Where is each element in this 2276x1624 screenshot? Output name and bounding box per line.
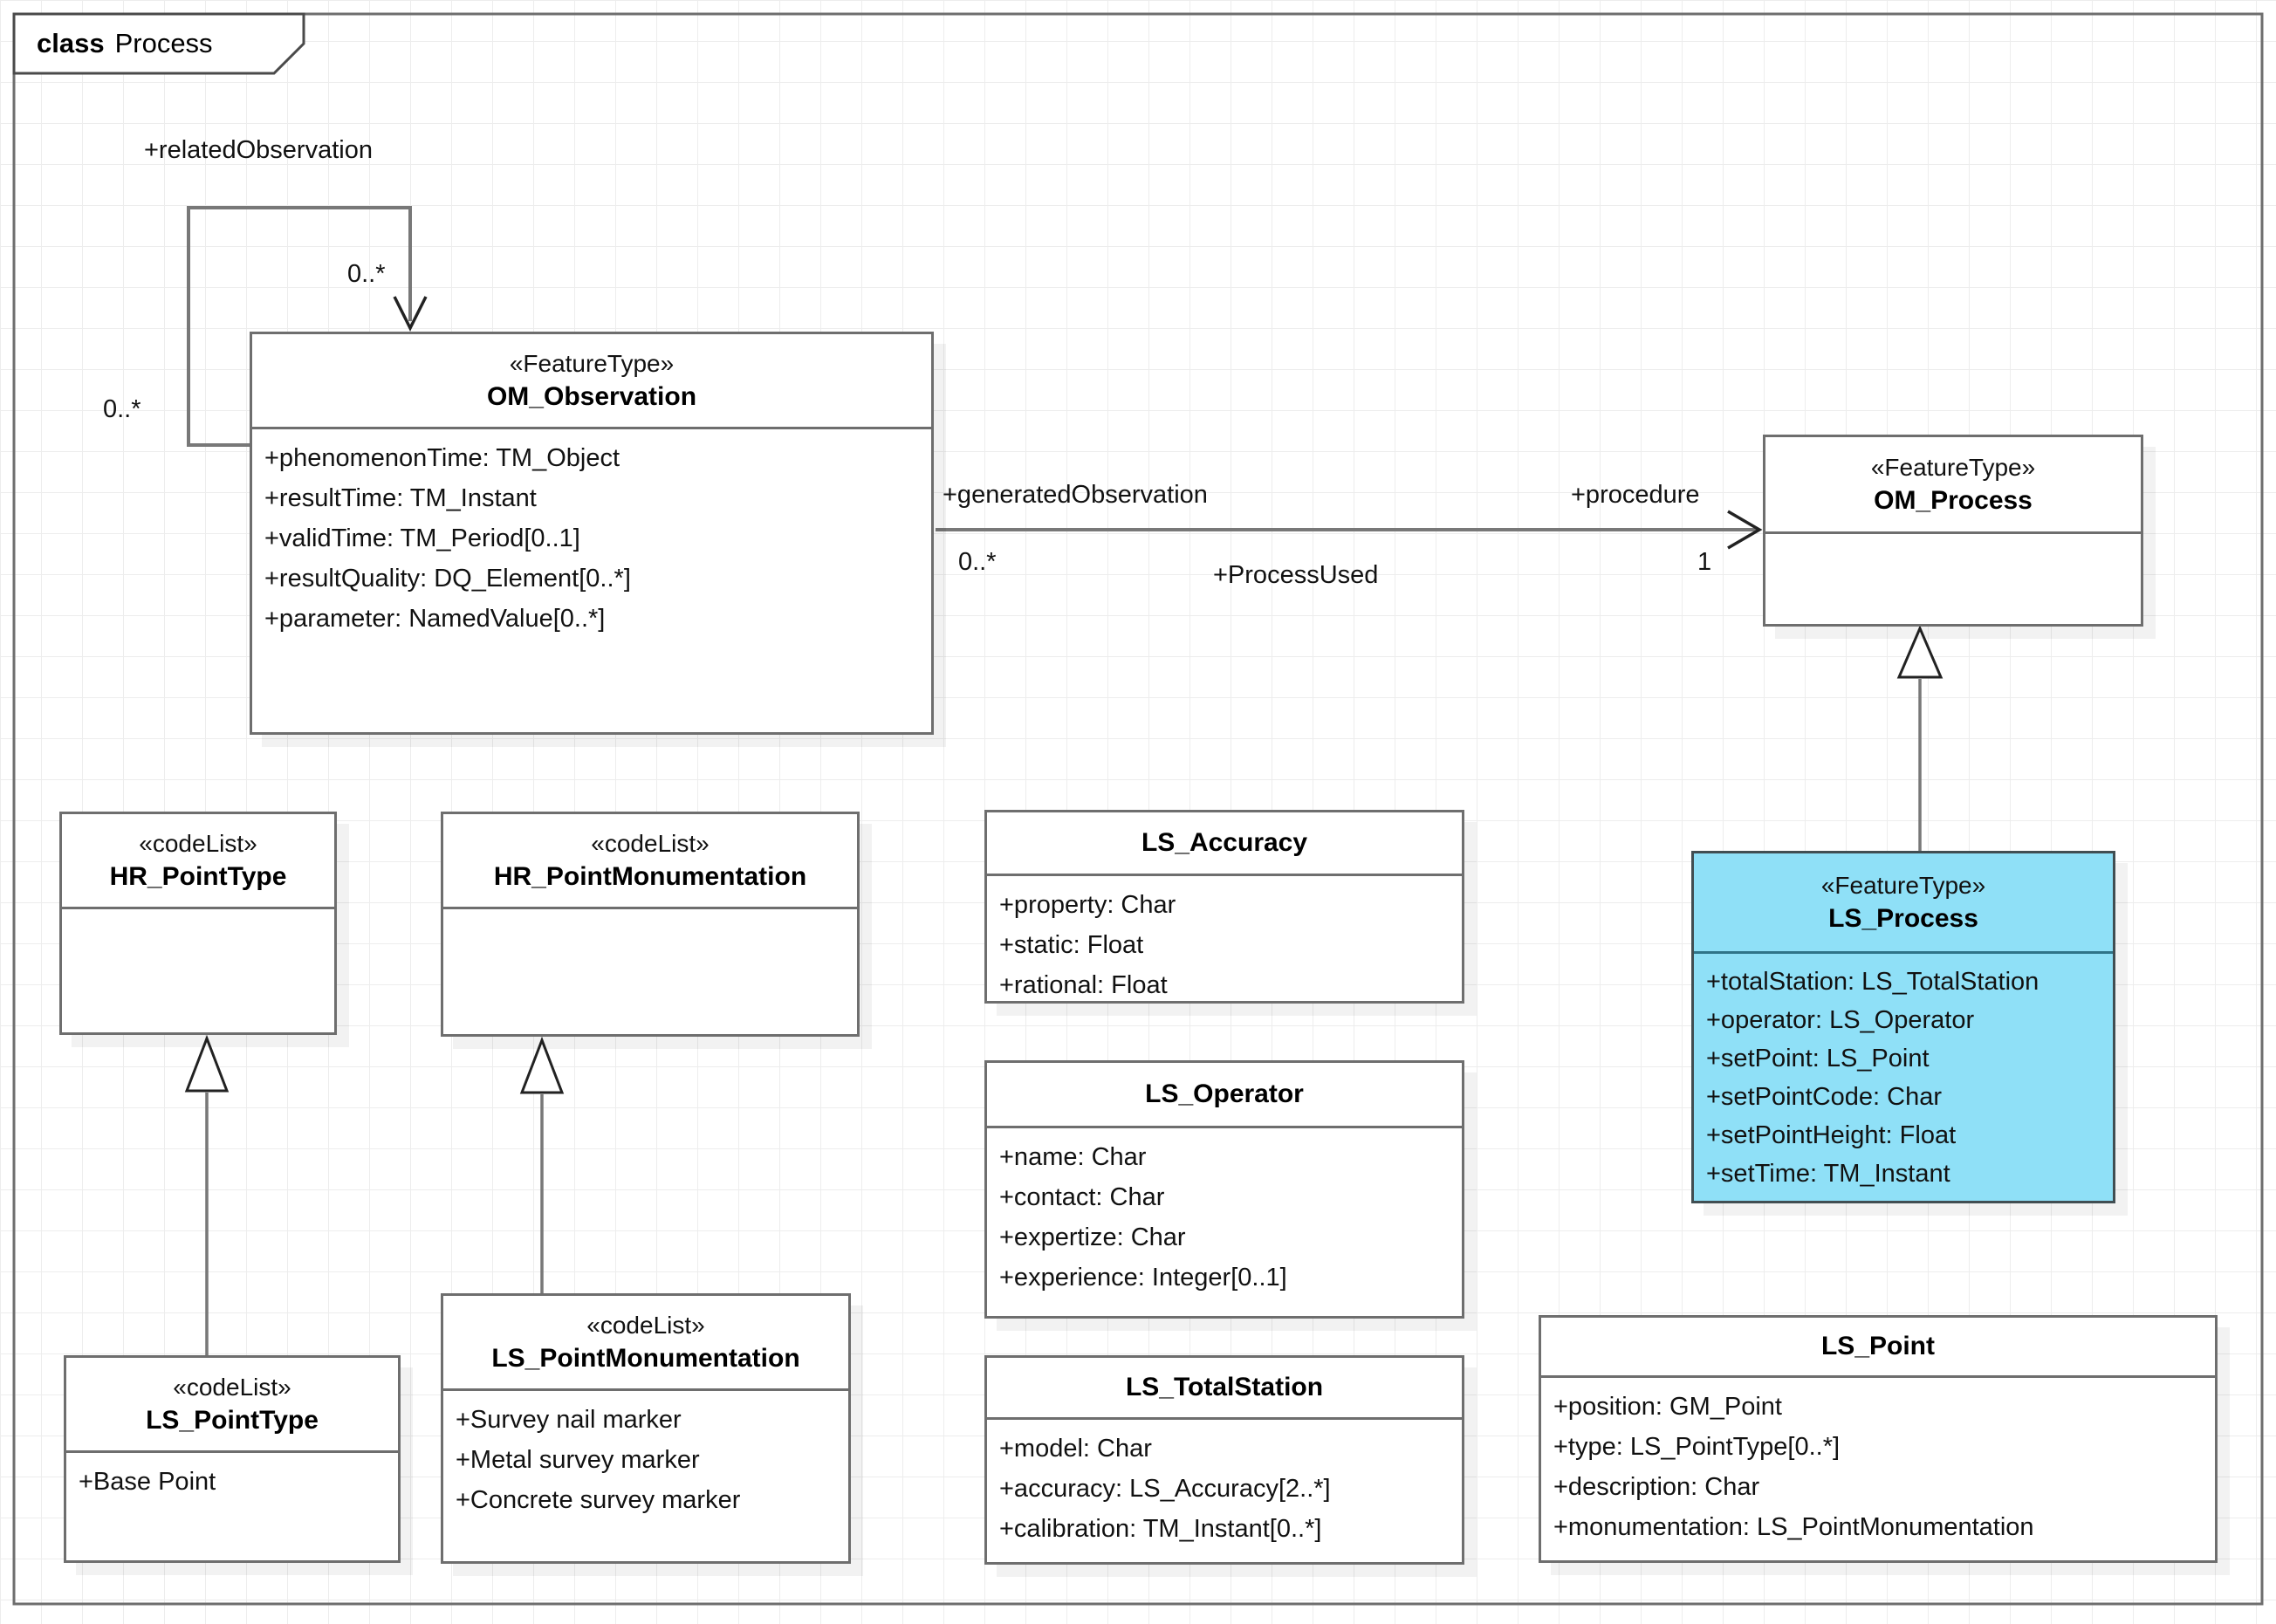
stereotype-label: «codeList» — [173, 1373, 291, 1401]
attributes-compartment: +model: Char +accuracy: LS_Accuracy[2..*… — [987, 1420, 1462, 1549]
attribute: +accuracy: LS_Accuracy[2..*] — [999, 1475, 1331, 1503]
attributes-compartment: +totalStation: LS_TotalStation +operator… — [1694, 954, 2113, 1193]
attribute: +name: Char — [999, 1143, 1147, 1171]
attribute: +rational: Float — [999, 971, 1168, 999]
class-header: «FeatureType» LS_Process — [1694, 853, 2113, 954]
multiplicity-generated: 0..* — [958, 548, 997, 576]
attribute: +Base Point — [79, 1468, 216, 1496]
class-hr-pointmonumentation[interactable]: «codeList» HR_PointMonumentation — [441, 812, 860, 1037]
attributes-compartment: +position: GM_Point +type: LS_PointType[… — [1541, 1378, 2215, 1547]
attribute: +resultTime: TM_Instant — [264, 484, 537, 512]
attribute: +monumentation: LS_PointMonumentation — [1553, 1513, 2034, 1541]
open-arrowhead-icon — [1727, 510, 1763, 550]
attribute: +operator: LS_Operator — [1706, 1006, 1975, 1034]
attribute: +phenomenonTime: TM_Object — [264, 444, 620, 472]
stereotype-label: «codeList» — [591, 829, 710, 857]
attribute: +validTime: TM_Period[0..1] — [264, 524, 580, 552]
attribute: +model: Char — [999, 1435, 1152, 1463]
class-ls-totalstation[interactable]: LS_TotalStation +model: Char +accuracy: … — [984, 1355, 1464, 1565]
attributes-compartment — [62, 909, 334, 918]
class-name: HR_PointMonumentation — [493, 861, 807, 891]
stereotype-label: «codeList» — [139, 829, 257, 857]
assoc-role-procedure: +procedure — [1571, 481, 1700, 509]
class-name: LS_Accuracy — [1141, 828, 1308, 857]
attribute: +experience: Integer[0..1] — [999, 1264, 1287, 1292]
class-om-process[interactable]: «FeatureType» OM_Process — [1763, 435, 2143, 627]
attribute: +type: LS_PointType[0..*] — [1553, 1433, 1841, 1461]
attribute: +totalStation: LS_TotalStation — [1706, 968, 2039, 996]
class-header: «codeList» LS_PointMonumentation — [443, 1296, 848, 1391]
attribute: +Concrete survey marker — [456, 1486, 741, 1514]
class-ls-pointtype[interactable]: «codeList» LS_PointType +Base Point — [64, 1355, 401, 1563]
class-name: LS_PointType — [146, 1405, 319, 1435]
attributes-compartment: +phenomenonTime: TM_Object +resultTime: … — [252, 429, 931, 639]
attribute: +setPointCode: Char — [1706, 1083, 1943, 1111]
attribute: +setPoint: LS_Point — [1706, 1045, 1930, 1072]
class-header: LS_Point — [1541, 1318, 2215, 1378]
class-name: LS_PointMonumentation — [491, 1343, 800, 1373]
attribute: +setTime: TM_Instant — [1706, 1160, 1950, 1188]
attribute: +parameter: NamedValue[0..*] — [264, 605, 606, 633]
attribute: +contact: Char — [999, 1183, 1165, 1211]
attribute: +Metal survey marker — [456, 1446, 700, 1474]
class-name: LS_TotalStation — [1125, 1373, 1324, 1401]
multiplicity-related-target: 0..* — [347, 260, 386, 288]
generalization-triangle-icon — [184, 1034, 230, 1093]
assoc-name-process-used: +ProcessUsed — [1213, 561, 1379, 589]
class-header: «codeList» HR_PointMonumentation — [443, 814, 857, 909]
attribute: +position: GM_Point — [1553, 1393, 1782, 1421]
stereotype-label: «FeatureType» — [1870, 453, 2036, 481]
class-header: «codeList» HR_PointType — [62, 814, 334, 909]
multiplicity-related-source: 0..* — [103, 395, 141, 423]
class-name: OM_Process — [1874, 485, 2033, 515]
class-header: LS_Operator — [987, 1063, 1462, 1128]
generalization-triangle-icon — [519, 1036, 565, 1094]
class-ls-pointmonumentation[interactable]: «codeList» LS_PointMonumentation +Survey… — [441, 1293, 851, 1564]
class-ls-operator[interactable]: LS_Operator +name: Char +contact: Char +… — [984, 1060, 1464, 1319]
attribute: +property: Char — [999, 891, 1176, 919]
class-header: «codeList» LS_PointType — [66, 1358, 398, 1453]
attribute: +static: Float — [999, 931, 1144, 959]
attribute: +description: Char — [1553, 1473, 1760, 1501]
attribute: +calibration: TM_Instant[0..*] — [999, 1515, 1322, 1543]
attribute: +expertize: Char — [999, 1223, 1186, 1251]
diagram-keyword: class — [37, 28, 105, 58]
class-ls-accuracy[interactable]: LS_Accuracy +property: Char +static: Flo… — [984, 810, 1464, 1004]
class-ls-point[interactable]: LS_Point +position: GM_Point +type: LS_P… — [1539, 1315, 2218, 1563]
attributes-compartment: +name: Char +contact: Char +expertize: C… — [987, 1128, 1462, 1298]
attributes-compartment — [1765, 534, 2141, 543]
class-name: OM_Observation — [486, 381, 697, 411]
class-ls-process[interactable]: «FeatureType» LS_Process +totalStation: … — [1691, 851, 2115, 1203]
class-header: «FeatureType» OM_Observation — [252, 334, 931, 429]
attribute: +resultQuality: DQ_Element[0..*] — [264, 565, 631, 593]
diagram-title: class Process — [37, 28, 213, 59]
class-name: HR_PointType — [109, 861, 287, 891]
class-om-observation[interactable]: «FeatureType» OM_Observation +phenomenon… — [250, 332, 934, 735]
attributes-compartment: +property: Char +static: Float +rational… — [987, 876, 1462, 1005]
attributes-compartment: +Survey nail marker +Metal survey marker… — [443, 1391, 848, 1520]
class-hr-pointtype[interactable]: «codeList» HR_PointType — [59, 812, 337, 1035]
stereotype-label: «codeList» — [586, 1311, 705, 1339]
stereotype-label: «FeatureType» — [1820, 871, 1986, 899]
attributes-compartment: +Base Point — [66, 1453, 398, 1502]
class-name: LS_Process — [1828, 903, 1978, 933]
attribute: +setPointHeight: Float — [1706, 1121, 1957, 1149]
assoc-role-generated-observation: +generatedObservation — [943, 481, 1208, 509]
class-header: «FeatureType» OM_Process — [1765, 437, 2141, 534]
stereotype-label: «FeatureType» — [509, 349, 675, 377]
open-arrowhead-icon — [393, 296, 428, 332]
attribute: +Survey nail marker — [456, 1406, 682, 1434]
class-header: LS_Accuracy — [987, 812, 1462, 876]
class-header: LS_TotalStation — [987, 1358, 1462, 1420]
diagram-name: Process — [114, 28, 213, 58]
class-name: LS_Point — [1820, 1332, 1935, 1360]
assoc-label-related-observation: +relatedObservation — [144, 136, 373, 164]
generalization-triangle-icon — [1896, 625, 1944, 679]
multiplicity-procedure: 1 — [1697, 548, 1712, 576]
attributes-compartment — [443, 909, 857, 918]
class-name: LS_Operator — [1145, 1079, 1304, 1108]
